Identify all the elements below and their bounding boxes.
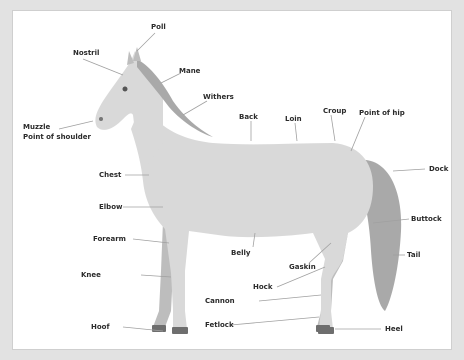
label-point-of-shoulder: Point of shoulder bbox=[23, 133, 91, 141]
label-chest: Chest bbox=[99, 171, 122, 179]
label-dock: Dock bbox=[429, 165, 449, 173]
horse-figure bbox=[95, 47, 401, 334]
label-cannon: Cannon bbox=[205, 297, 235, 305]
label-knee: Knee bbox=[81, 271, 101, 279]
label-nostril: Nostril bbox=[73, 49, 99, 57]
label-back: Back bbox=[239, 113, 258, 121]
horse-eye bbox=[123, 87, 128, 92]
label-heel: Heel bbox=[385, 325, 403, 333]
label-mane: Mane bbox=[179, 67, 201, 75]
label-withers: Withers bbox=[203, 93, 234, 101]
horse-anatomy-diagram: Poll Nostril Mane Withers Back Loin Crou… bbox=[13, 11, 453, 351]
label-loin: Loin bbox=[285, 115, 302, 123]
horse-head-neck bbox=[95, 51, 163, 171]
horse-nostril-mark bbox=[99, 117, 103, 121]
leader-muzzle bbox=[59, 121, 93, 129]
leader-croup bbox=[331, 115, 335, 141]
label-hock: Hock bbox=[253, 283, 273, 291]
label-belly: Belly bbox=[231, 249, 251, 257]
label-tail: Tail bbox=[407, 251, 420, 259]
leader-withers bbox=[183, 101, 207, 115]
label-hoof: Hoof bbox=[91, 323, 110, 331]
label-muzzle: Muzzle bbox=[23, 123, 50, 131]
leader-point-of-hip bbox=[351, 117, 365, 151]
leader-mane bbox=[161, 73, 181, 83]
leader-cannon bbox=[259, 295, 321, 301]
label-point-of-hip: Point of hip bbox=[359, 109, 405, 117]
leader-fetlock bbox=[231, 317, 319, 325]
leader-poll bbox=[137, 33, 155, 51]
leader-nostril bbox=[83, 59, 123, 75]
leader-loin bbox=[295, 123, 297, 141]
label-elbow: Elbow bbox=[99, 203, 123, 211]
label-buttock: Buttock bbox=[411, 215, 442, 223]
label-forearm: Forearm bbox=[93, 235, 126, 243]
label-gaskin: Gaskin bbox=[289, 263, 316, 271]
label-fetlock: Fetlock bbox=[205, 321, 234, 329]
label-croup: Croup bbox=[323, 107, 346, 115]
hoof-near-front bbox=[172, 327, 188, 334]
leader-dock bbox=[393, 169, 425, 171]
label-poll: Poll bbox=[151, 23, 166, 31]
hoof-near-hind bbox=[318, 327, 334, 334]
diagram-frame: Poll Nostril Mane Withers Back Loin Crou… bbox=[12, 10, 452, 350]
